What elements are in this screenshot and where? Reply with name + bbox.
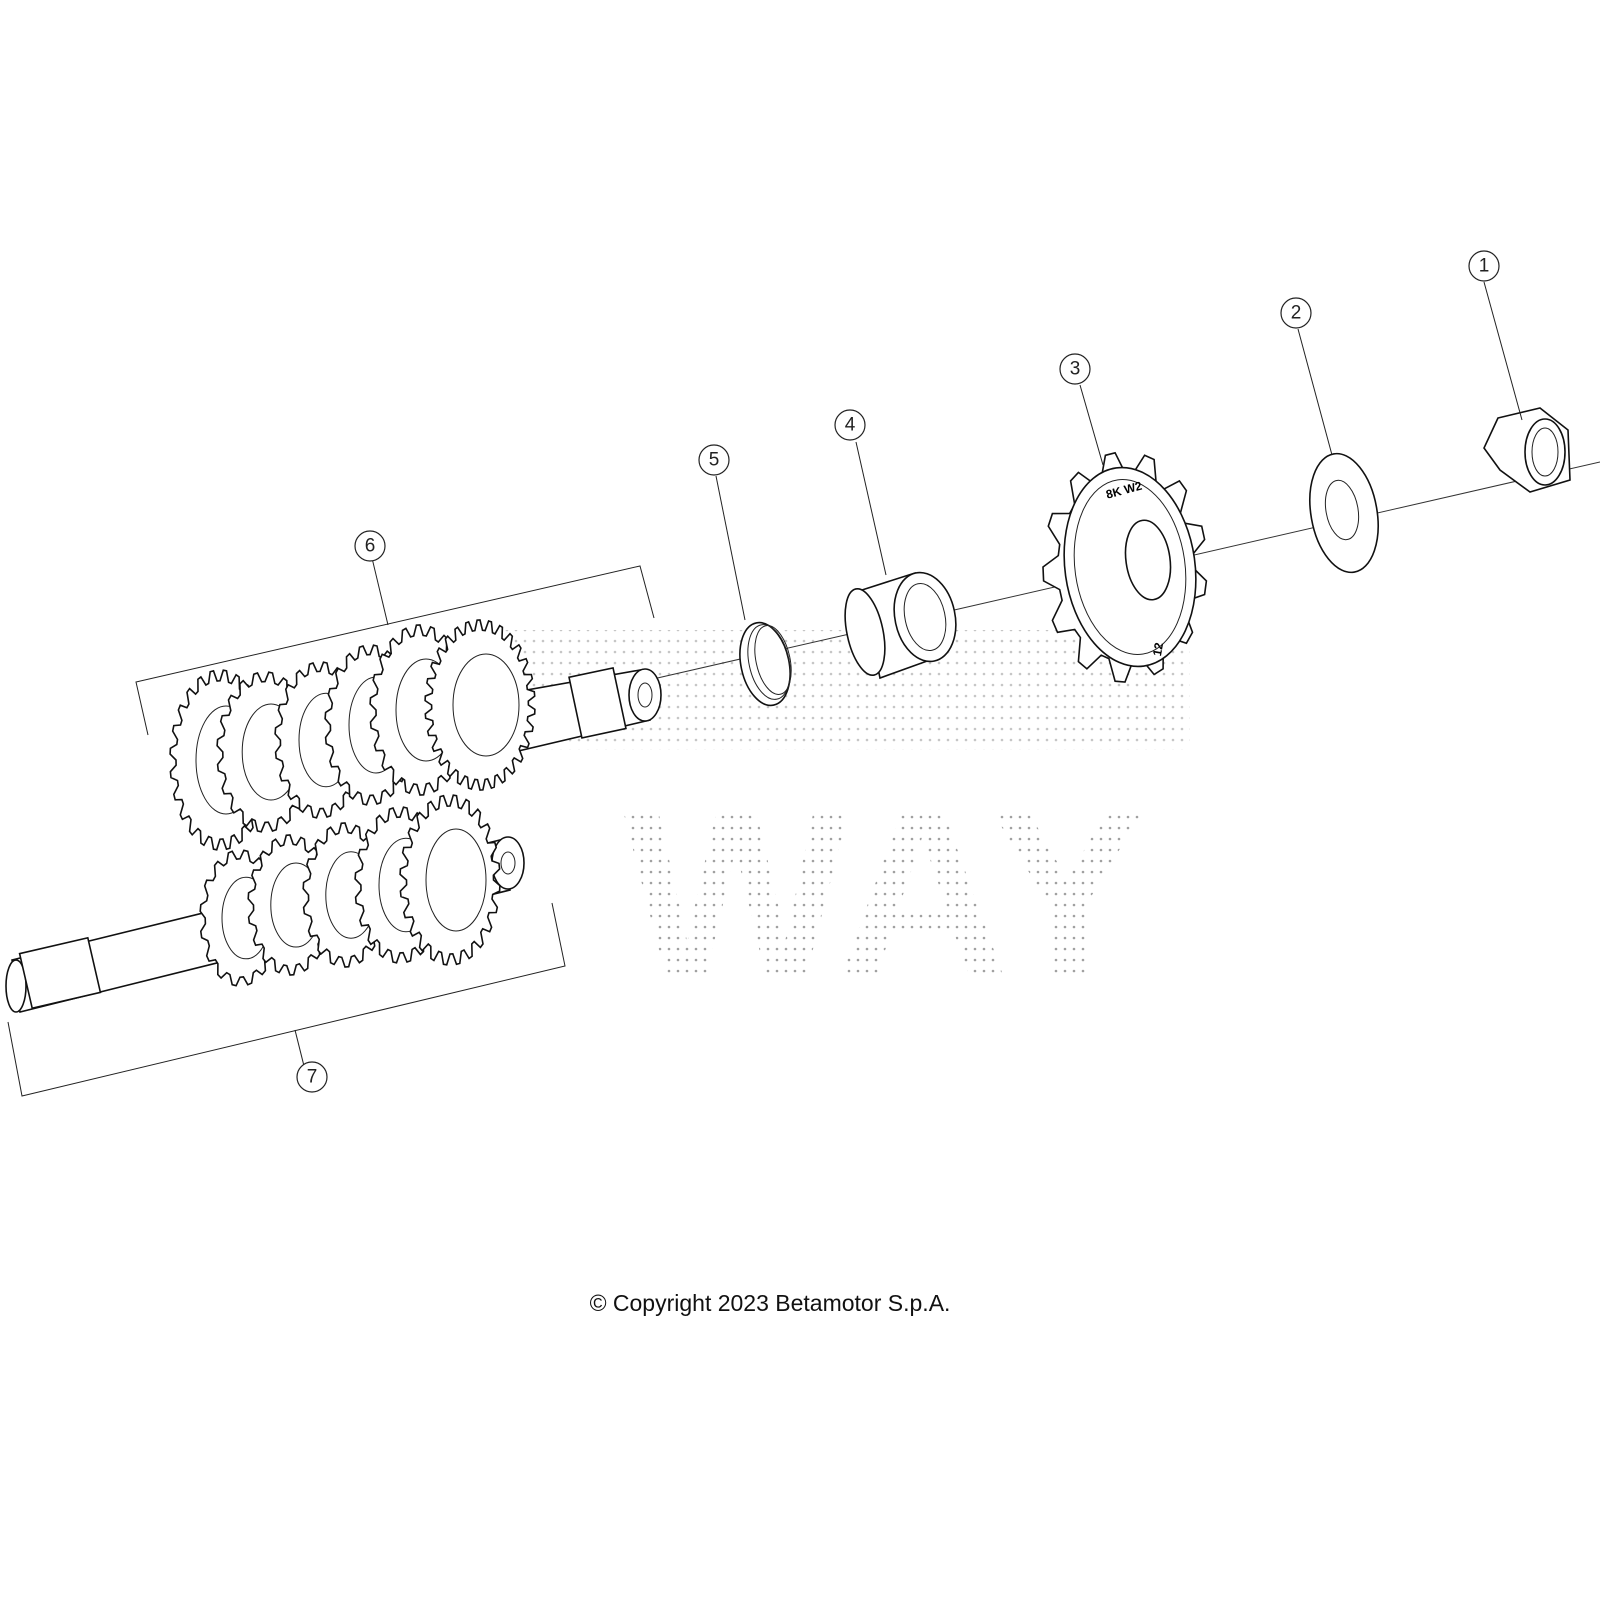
callout-1[interactable]: 1 — [1468, 250, 1500, 282]
secondary-shaft-assembly — [5, 794, 525, 1013]
leader-1 — [1483, 281, 1523, 421]
sprocket-marking-bottom: 12 — [1150, 641, 1166, 657]
callout-circle — [834, 409, 866, 441]
callout-label: 1 — [1479, 256, 1490, 277]
spacer-bushing — [844, 571, 957, 680]
leader-3 — [1079, 384, 1104, 466]
callout-label: 5 — [709, 450, 720, 471]
watermark: WAY — [490, 630, 1190, 1026]
callout-3[interactable]: 3 — [1059, 353, 1091, 385]
leader-6 — [371, 557, 389, 626]
callout-circle — [1280, 297, 1312, 329]
callout-circle — [1468, 250, 1500, 282]
callout-4[interactable]: 4 — [834, 409, 866, 441]
callout-label: 7 — [307, 1067, 318, 1088]
gear — [424, 619, 536, 791]
primary-shaft-assembly — [169, 619, 662, 851]
callout-5[interactable]: 5 — [698, 444, 730, 476]
leader-5 — [715, 475, 746, 621]
leader-2 — [1297, 328, 1333, 456]
callout-circle — [1059, 353, 1091, 385]
callout-label: 4 — [845, 415, 856, 436]
callout-circle — [698, 444, 730, 476]
front-sprocket: 8K W2 12 — [1042, 451, 1208, 683]
copyright-notice: © Copyright 2023 Betamotor S.p.A. — [589, 1290, 951, 1316]
callout-label: 3 — [1070, 359, 1081, 380]
callout-label: 2 — [1291, 303, 1302, 324]
gear — [399, 794, 501, 966]
bracket-7 — [7, 902, 566, 1097]
callout-7[interactable]: 7 — [296, 1061, 328, 1093]
nut — [1483, 407, 1571, 493]
lock-washer — [1309, 452, 1379, 574]
watermark-text: WAY — [623, 758, 1148, 1026]
callout-label: 6 — [365, 536, 376, 557]
callout-circle — [354, 530, 386, 562]
callout-6[interactable]: 6 — [354, 530, 386, 562]
seal-ring — [739, 621, 792, 707]
leader-4 — [855, 441, 887, 576]
callout-2[interactable]: 2 — [1280, 297, 1312, 329]
callout-circle — [296, 1061, 328, 1093]
